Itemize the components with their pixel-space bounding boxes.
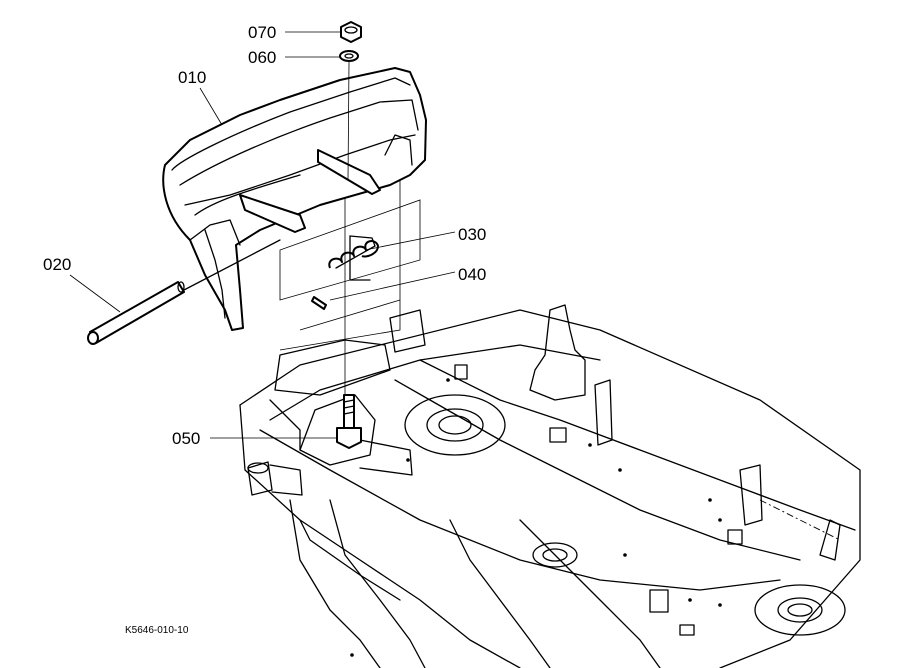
callout-020: 020 (43, 255, 71, 274)
bolt-050 (336, 394, 362, 449)
callout-070: 070 (248, 23, 276, 42)
nut-070 (340, 21, 362, 43)
leader-040 (329, 271, 456, 301)
spring-030 (328, 235, 379, 281)
callout-030: 030 (458, 225, 486, 244)
callout-040: 040 (458, 265, 486, 284)
callout-060: 060 (248, 48, 276, 67)
leader-030 (364, 231, 456, 251)
leader-020 (69, 274, 121, 313)
leader-lines (69, 31, 456, 439)
seat-010 (162, 67, 427, 331)
pin-040 (311, 296, 327, 310)
washer-060 (339, 50, 359, 62)
assembly-axis (347, 61, 350, 181)
callout-050: 050 (172, 429, 200, 448)
figure-code: K5646-010-10 (125, 625, 189, 636)
hinge-rod-020 (87, 239, 281, 345)
callout-010: 010 (178, 68, 206, 87)
leader-010 (199, 87, 223, 126)
mower-chassis (239, 304, 861, 668)
